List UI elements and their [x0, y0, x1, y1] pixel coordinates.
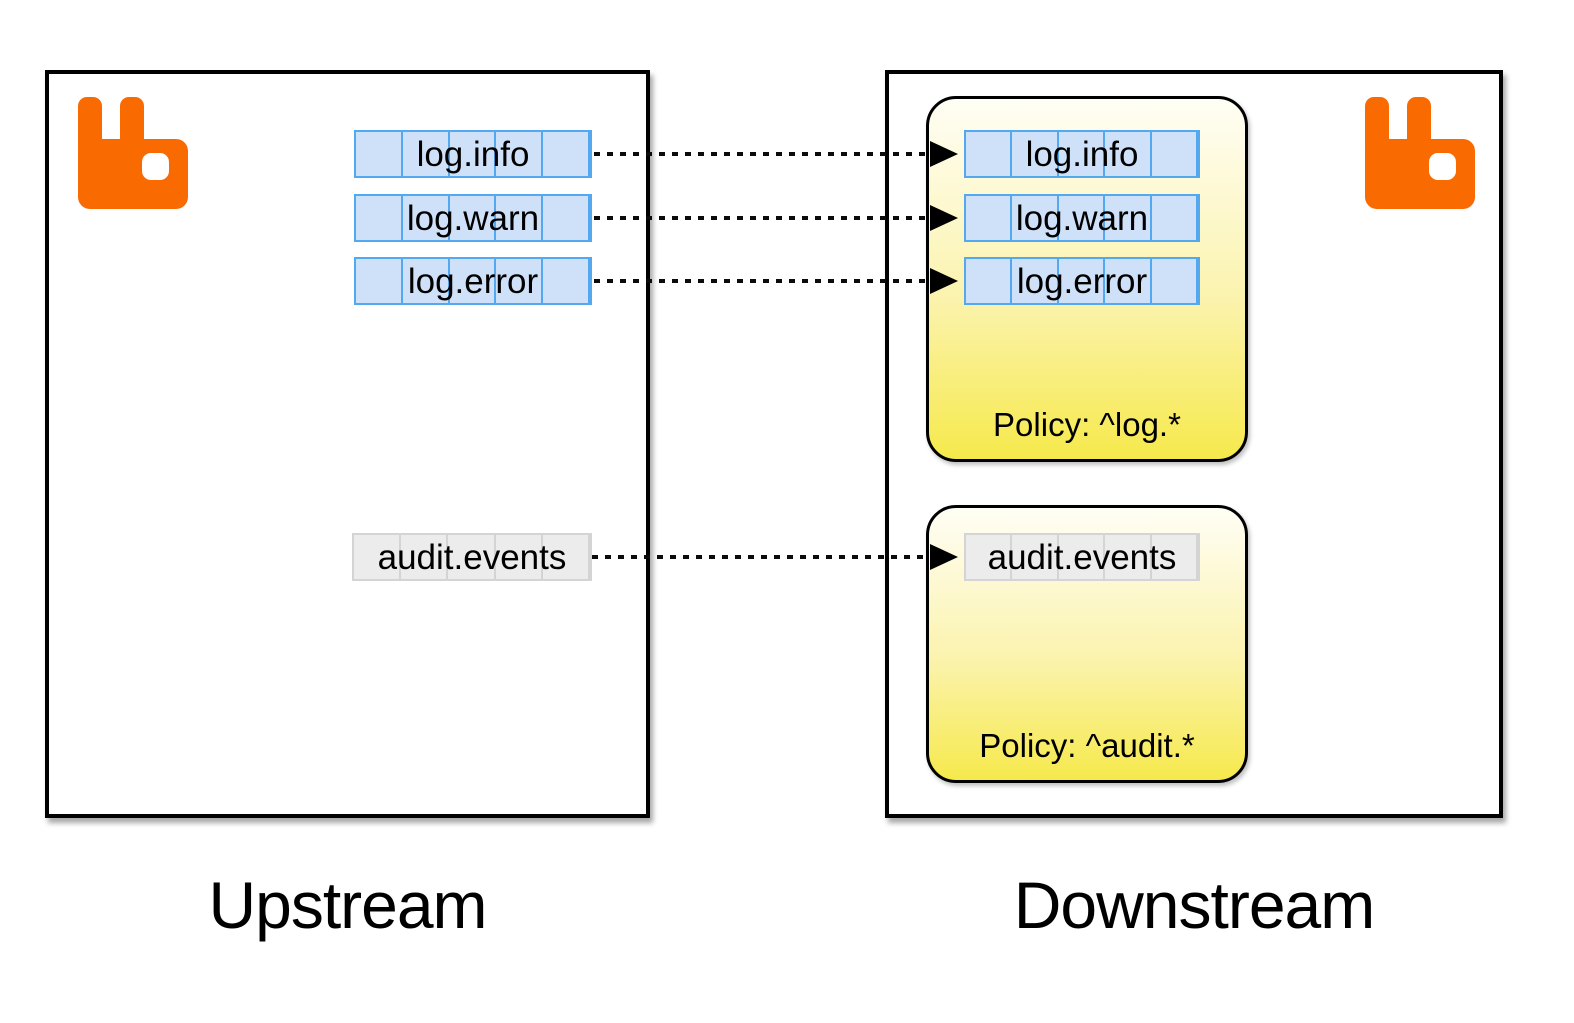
queue-segment: [401, 535, 449, 579]
queue-segment: [1059, 196, 1106, 240]
queue-segment: [1152, 259, 1199, 303]
queue-segment: [496, 535, 543, 579]
queue-name-label: log.warn: [406, 198, 540, 238]
policy-label: Policy: ^log.*: [993, 405, 1181, 443]
queue-segment: [1059, 535, 1106, 579]
queue-segment: [966, 535, 1013, 579]
queue-downstream-log-warn: log.warn: [964, 194, 1200, 242]
upstream-caption: Upstream: [208, 868, 487, 942]
arrowhead-icon: [930, 544, 958, 570]
queue-segment: [1105, 535, 1152, 579]
queue-segment: [966, 259, 1013, 303]
queue-segment: [496, 259, 544, 303]
queue-name-label: log.info: [416, 134, 530, 174]
queue-segment: [354, 535, 402, 579]
queue-segment: [966, 132, 1013, 176]
rabbitmq-logo-icon: [78, 97, 188, 209]
queue-segment: [403, 132, 450, 176]
upstream-broker-box: [45, 70, 650, 818]
rabbitmq-logo-icon: [1365, 97, 1475, 209]
queue-segment: [356, 132, 403, 176]
queue-segment: [543, 132, 590, 176]
queue-upstream-log-error: log.error: [354, 257, 592, 305]
queue-segment: [1105, 259, 1152, 303]
queue-name-label: log.info: [1025, 134, 1139, 174]
queue-name-label: audit.events: [987, 537, 1177, 577]
queue-segment: [403, 196, 450, 240]
queue-name-label: audit.events: [377, 537, 567, 577]
queue-name-label: log.error: [1016, 261, 1148, 301]
queue-downstream-log-info: log.info: [964, 130, 1200, 178]
queue-segment: [1012, 132, 1059, 176]
federation-link-audit-events: [592, 555, 930, 559]
federation-link-log-info: [594, 152, 930, 156]
arrowhead-icon: [930, 141, 958, 167]
queue-upstream-audit-events: audit.events: [352, 533, 592, 581]
federation-link-log-warn: [594, 216, 930, 220]
queue-name-label: log.warn: [1015, 198, 1149, 238]
queue-downstream-audit-events: audit.events: [964, 533, 1200, 581]
queue-segment: [356, 259, 403, 303]
queue-segment: [450, 132, 497, 176]
queue-segment: [1012, 535, 1059, 579]
queue-segment: [496, 132, 544, 176]
queue-segment: [966, 196, 1013, 240]
queue-segment: [1105, 132, 1152, 176]
policy-label: Policy: ^audit.*: [979, 726, 1195, 764]
queue-downstream-log-error: log.error: [964, 257, 1200, 305]
queue-upstream-log-warn: log.warn: [354, 194, 592, 242]
queue-segment: [496, 196, 544, 240]
queue-segment: [543, 196, 590, 240]
queue-name-label: log.error: [407, 261, 539, 301]
queue-segment: [448, 535, 496, 579]
arrowhead-icon: [930, 205, 958, 231]
queue-segment: [1059, 259, 1106, 303]
queue-segment: [1152, 132, 1199, 176]
queue-segment: [450, 259, 497, 303]
queue-segment: [356, 196, 403, 240]
queue-segment: [543, 535, 591, 579]
queue-segment: [1059, 132, 1106, 176]
queue-segment: [1012, 259, 1059, 303]
federation-link-log-error: [594, 279, 930, 283]
arrowhead-icon: [930, 268, 958, 294]
queue-segment: [1012, 196, 1059, 240]
queue-segment: [403, 259, 450, 303]
queue-segment: [1152, 196, 1199, 240]
queue-segment: [450, 196, 497, 240]
downstream-caption: Downstream: [1013, 868, 1375, 942]
queue-upstream-log-info: log.info: [354, 130, 592, 178]
queue-segment: [1105, 196, 1152, 240]
queue-segment: [543, 259, 590, 303]
queue-segment: [1152, 535, 1199, 579]
